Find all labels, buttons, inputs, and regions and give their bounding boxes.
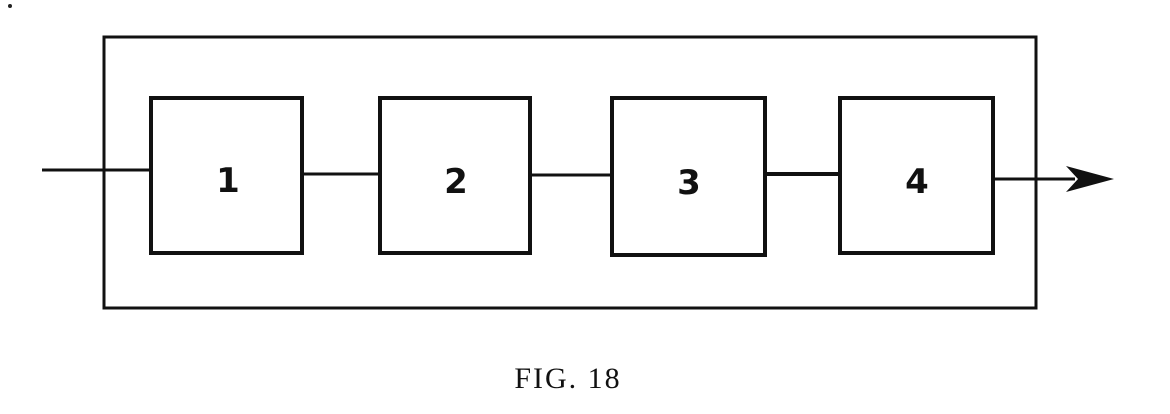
- output-arrow-icon: [1066, 166, 1114, 192]
- block-4-label: 4: [905, 162, 929, 202]
- block-2: 2: [378, 96, 532, 255]
- block-2-label: 2: [444, 162, 468, 202]
- block-1: 1: [149, 96, 304, 255]
- block-1-label: 1: [216, 161, 240, 201]
- block-3-label: 3: [677, 163, 701, 203]
- outer-frame: [102, 35, 1038, 310]
- figure-caption: FIG. 18: [514, 362, 621, 395]
- scan-speck: [8, 4, 12, 8]
- block-4: 4: [838, 96, 995, 255]
- block-3: 3: [610, 96, 767, 257]
